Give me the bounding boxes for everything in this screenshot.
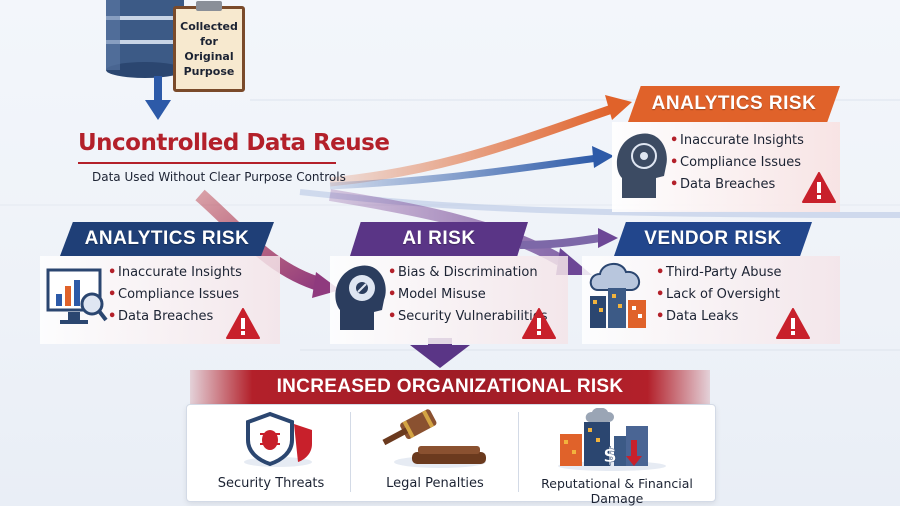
warning-icon [522,308,556,339]
warning-icon [226,308,260,339]
title-underline [78,162,336,164]
outcome-title: INCREASED ORGANIZATIONAL RISK [276,376,624,397]
top-risk-title: ANALYTICS RISK [651,93,817,114]
outcome-label: Security Threats [217,476,325,491]
svg-text:$: $ [603,443,617,467]
ai-head-icon [616,133,667,198]
analytics-monitor-icon [46,268,108,324]
outcome-banner: INCREASED ORGANIZATIONAL RISK [190,370,710,404]
list-item: Compliance Issues [670,152,804,174]
list-item: Security Vulnerabilities [388,306,548,328]
list-item: Data Leaks [656,306,782,328]
city-damage-icon: $ [558,408,666,471]
risk-banner-ai: AI RISK [350,222,528,256]
top-risk-list: Inaccurate Insights Compliance Issues Da… [670,130,804,196]
risk-list-analytics: Inaccurate Insights Compliance Issues Da… [108,262,242,328]
clipboard-label: Collected for Original Purpose [180,20,238,78]
shield-bug-icon [244,411,312,467]
page-subtitle: Data Used Without Clear Purpose Controls [92,170,346,184]
list-item: Lack of Oversight [656,284,782,306]
risk-banner-vendor: VENDOR RISK [614,222,812,256]
risk-list-vendor: Third-Party Abuse Lack of Oversight Data… [656,262,782,328]
outcome-label: Legal Penalties [386,476,484,491]
outcome-divider [350,412,351,492]
risk-title: AI RISK [402,228,476,249]
outcome-divider [518,412,519,492]
list-item: Model Misuse [388,284,548,306]
warning-icon [776,308,810,339]
list-item: Compliance Issues [108,284,242,306]
database-icon [106,0,184,78]
list-item: Inaccurate Insights [108,262,242,284]
ai-brain-head-icon [335,265,386,330]
top-risk-banner: ANALYTICS RISK [628,86,840,122]
database-source [104,0,186,78]
gavel-icon [382,409,486,468]
down-arrow-icon [145,76,171,120]
cloud-buildings-icon [589,263,646,328]
list-item: Third-Party Abuse [656,262,782,284]
risk-title: ANALYTICS RISK [84,228,250,249]
clipboard-clip-icon [196,1,222,11]
warning-icon [802,172,836,203]
list-item: Data Breaches [670,174,804,196]
list-item: Bias & Discrimination [388,262,548,284]
clipboard-note: Collected for Original Purpose [173,1,245,92]
list-item: Inaccurate Insights [670,130,804,152]
outcome-label: Reputational & Financial Damage [541,476,693,506]
list-item: Data Breaches [108,306,242,328]
risk-list-ai: Bias & Discrimination Model Misuse Secur… [388,262,548,328]
page-title: Uncontrolled Data Reuse [78,130,390,156]
risk-title: VENDOR RISK [644,228,782,249]
risk-banner-analytics: ANALYTICS RISK [60,222,274,256]
